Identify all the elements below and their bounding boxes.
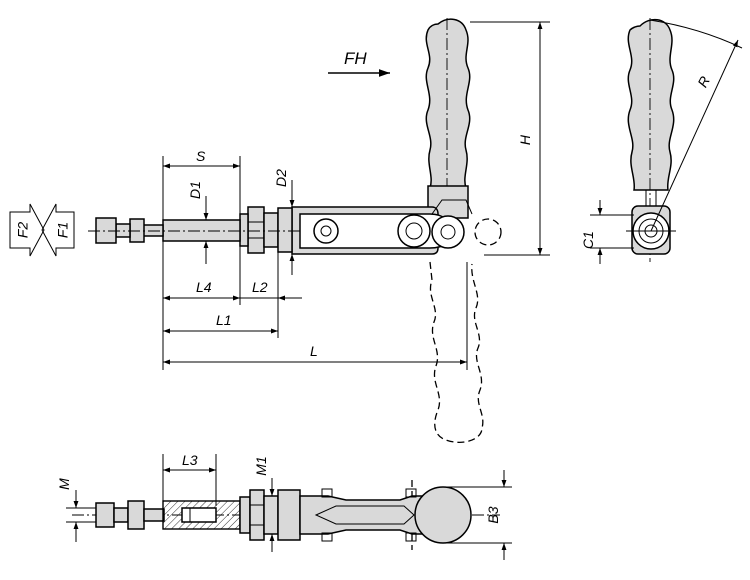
top-view: L3 M M1 B3	[56, 452, 512, 560]
label-l2: L2	[252, 279, 268, 295]
label-s: S	[196, 148, 206, 164]
clamp-body	[291, 199, 502, 255]
dim-d1: D1	[187, 181, 209, 264]
label-l4: L4	[196, 279, 212, 295]
plunger	[88, 217, 300, 244]
dim-s: S	[162, 148, 241, 220]
label-l1: L1	[216, 312, 232, 328]
label-d2: D2	[273, 169, 289, 187]
label-d1: D1	[187, 181, 203, 199]
side-handle-grip	[627, 18, 675, 191]
label-l3: L3	[182, 452, 198, 468]
label-fh: FH	[344, 49, 367, 68]
dim-d2: D2	[273, 169, 295, 275]
side-view: R C1	[580, 18, 743, 264]
label-m1: M1	[253, 456, 269, 475]
label-r: R	[694, 73, 713, 89]
dim-h: H	[470, 21, 550, 256]
front-view: F2 F1 FH H S D1	[9, 18, 550, 443]
label-b3: B3	[485, 506, 501, 523]
label-c1: C1	[580, 231, 596, 249]
label-m: M	[56, 478, 72, 490]
label-h: H	[517, 134, 533, 145]
label-f1: F1	[55, 222, 71, 238]
handle-grip	[425, 18, 471, 219]
dim-l1: L1	[163, 312, 278, 334]
label-l: L	[310, 343, 318, 359]
dim-l4-l2: L4 L2	[162, 241, 302, 370]
dim-l: L	[163, 262, 468, 370]
label-f2: F2	[15, 222, 31, 239]
mounting-nut	[239, 206, 293, 254]
handle-alternate-position	[429, 261, 484, 443]
handle-force-arrow: FH	[328, 49, 390, 77]
force-arrows: F2 F1	[9, 203, 75, 257]
